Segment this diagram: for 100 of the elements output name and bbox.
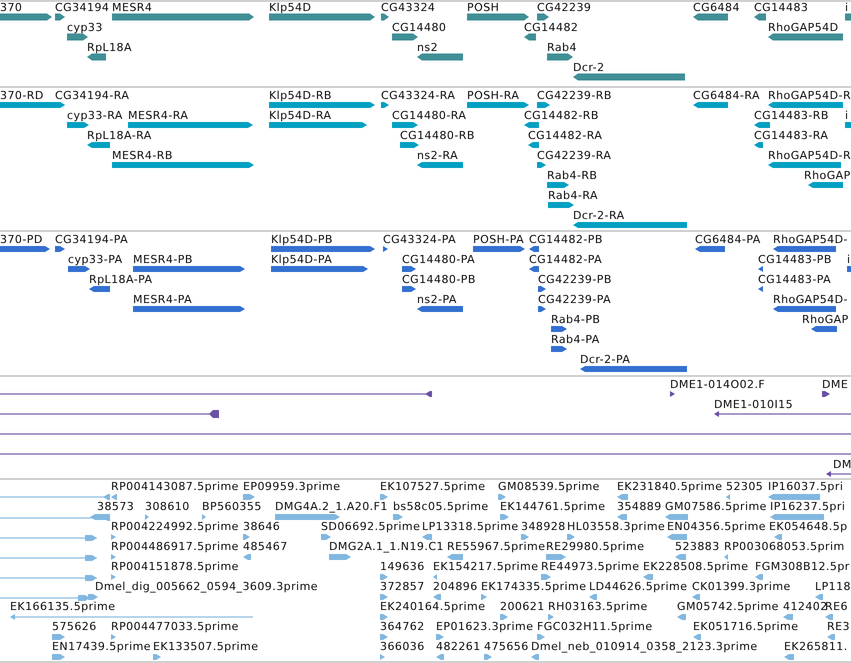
feature-label: CG43324: [381, 2, 436, 14]
feature-label: CK01399.3prime: [692, 581, 791, 593]
feature-label: Rab4-RB: [547, 170, 598, 182]
feature-label: RE3: [827, 621, 850, 633]
feature-label: IP16237.5pri: [770, 501, 846, 513]
feature-label: RhoGAP54D-R: [768, 150, 851, 162]
feature-label: EK174335.5prime: [481, 581, 586, 593]
feature-label: EN17439.5prime: [52, 641, 152, 653]
feature-label: bs58c05.5prime: [393, 501, 489, 513]
feature-label: cyp33-PA: [68, 254, 123, 266]
feature-label: IP16037.5pri: [768, 481, 844, 493]
feature-label: 370-RD: [0, 90, 44, 102]
feature-label: i: [847, 254, 851, 266]
feature-label: GM07586.5prime: [665, 501, 767, 513]
feature-label: DME1-010I15: [714, 399, 794, 411]
feature-label: i: [845, 2, 849, 14]
feature-label: CG14483-PB: [758, 254, 832, 266]
feature-label: RhoGAP54D-: [773, 294, 848, 306]
feature-label: RhoGAP54D-: [773, 234, 848, 246]
feature-label: EK054648.5p: [769, 521, 848, 533]
feature-label: RpL18A-RA: [87, 130, 152, 142]
feature-label: RE6: [825, 601, 848, 613]
feature-label: CG14482-RA: [528, 130, 602, 142]
feature-label: EK265811.: [784, 641, 848, 653]
feature-label: Dcr-2-PA: [580, 354, 630, 366]
feature-label: 475656: [484, 641, 529, 653]
feature-label: MESR4-PA: [133, 294, 192, 306]
feature-label: ns2-RA: [417, 150, 458, 162]
feature-label: EP09959.3prime: [243, 481, 340, 493]
feature-label: RH03163.5prime: [548, 601, 648, 613]
feature-label: CG34194-RA: [55, 90, 130, 102]
feature-label: cyp33-RA: [67, 110, 123, 122]
feature-label: DME1-014O02.F: [670, 379, 766, 391]
feature-label: MESR4: [112, 2, 152, 14]
feature-label: RP003068053.5prim: [724, 541, 845, 553]
feature-label: Klp54D-PA: [271, 254, 332, 266]
feature-label: MESR4-RA: [128, 110, 188, 122]
feature-label: CG14480-RB: [400, 130, 475, 142]
feature-label: CG34194: [55, 2, 110, 14]
feature-label: EK154217.5prime: [433, 561, 538, 573]
feature-label: FGM308B12.5pr: [755, 561, 850, 573]
feature-label: 149636: [380, 561, 425, 573]
feature-label: CG14480-PB: [402, 274, 476, 286]
feature-label: Dcr-2-RA: [573, 210, 625, 222]
feature-label: Dmel_neb_010914_0358_2123.3prime: [531, 641, 758, 653]
feature-label: RhoGAP: [802, 314, 849, 326]
feature-label: CG6484: [693, 2, 740, 14]
feature-label: RP004486917.5prime: [111, 541, 239, 553]
feature-label: 370: [0, 2, 22, 14]
feature-label: CG14482-PB: [529, 234, 603, 246]
feature-label: CG42239-RB: [537, 90, 612, 102]
feature-label: EK144761.5prime: [500, 501, 606, 513]
feature-label: RP004224992.5prime: [111, 521, 239, 533]
feature-label: 354889: [617, 501, 662, 513]
feature-label: EK107527.5prime: [380, 481, 486, 493]
feature-label: DMG4A.2_1.A20.F1: [275, 501, 388, 513]
feature-label: RhoGAP: [804, 170, 851, 182]
feature-label: EN04356.5prime: [667, 521, 766, 533]
feature-label: GM05742.5prime: [677, 601, 779, 613]
feature-label: FGC032H11.5prime: [537, 621, 653, 633]
feature-label: BP560355: [202, 501, 262, 513]
feature-label: 575626: [52, 621, 97, 633]
feature-label: CG14480: [392, 22, 446, 34]
feature-label: RE29980.5prime: [546, 541, 644, 553]
feature-label: 38573: [97, 501, 134, 513]
feature-label: DM: [833, 459, 851, 471]
feature-label: Rab4-PB: [551, 314, 600, 326]
feature-label: CG14483: [754, 2, 808, 14]
feature-label: LD44626.5prime: [589, 581, 688, 593]
feature-label: EK240164.5prime: [380, 601, 486, 613]
feature-label: ns2: [417, 42, 438, 54]
feature-label: Klp54D-PB: [271, 234, 333, 246]
feature-label: Dcr-2: [573, 62, 605, 74]
feature-label: CG14483-RB: [754, 110, 829, 122]
feature-label: 372857: [380, 581, 425, 593]
feature-label: Rab4-RA: [548, 190, 598, 202]
feature-label: LP13318.5prime: [422, 521, 519, 533]
feature-label: 308610: [145, 501, 190, 513]
feature-label: CG14480-RA: [392, 110, 466, 122]
feature-label: Rab4: [547, 42, 577, 54]
feature-label: EK051716.5prime: [693, 621, 798, 633]
feature-label: Klp54D-RA: [269, 110, 332, 122]
feature-label: 412402: [783, 601, 828, 613]
feature-label: RhoGAP54D-R: [768, 90, 851, 102]
feature-label: POSH-PA: [473, 234, 524, 246]
feature-label: CG14482-RB: [524, 110, 599, 122]
feature-label: 348928: [521, 521, 566, 533]
feature-label: RP004151878.5prime: [111, 561, 239, 573]
feature-label: CG43324-PA: [383, 234, 456, 246]
feature-label: RP004143087.5prime: [111, 481, 239, 493]
feature-label: CG42239-PA: [538, 294, 612, 306]
feature-label: EK166135.5prime: [10, 601, 116, 613]
feature-label: 204896: [433, 581, 478, 593]
feature-label: MESR4-PB: [133, 254, 193, 266]
feature-label: Klp54D: [269, 2, 312, 14]
feature-label: CG14482: [524, 22, 578, 34]
feature-label: DMG2A.1_1.N19.C1: [329, 541, 444, 553]
feature-label: RpL18A: [87, 42, 132, 54]
feature-label: HL03558.3prime: [567, 521, 666, 533]
feature-label: RE44973.5prime: [541, 561, 640, 573]
